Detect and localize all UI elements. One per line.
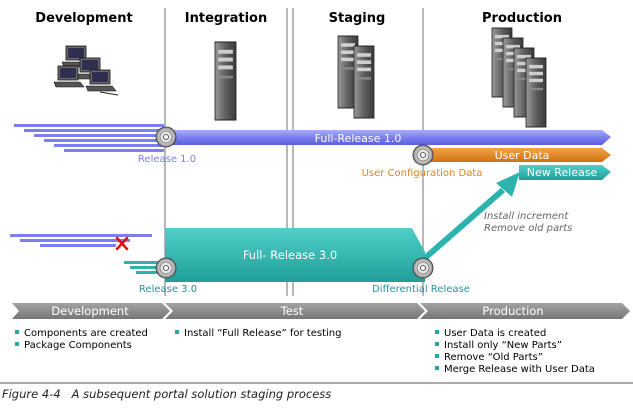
list-item: Merge Release with User Data — [444, 364, 595, 375]
release-1-label: Release 1.0 — [138, 154, 196, 165]
release-1-feed-lines — [14, 124, 164, 152]
full-release-3-label: Full- Release 3.0 — [243, 248, 337, 262]
rejected-feed-lines — [10, 234, 152, 247]
list-item: Install only “New Parts” — [444, 340, 562, 351]
list-item: Package Components — [24, 340, 132, 351]
column-header-development: Development — [35, 11, 132, 26]
server-icon — [214, 41, 237, 121]
phase-test-label: Test — [280, 304, 304, 318]
release-3-feed-lines — [124, 261, 164, 274]
new-release-arrow — [519, 165, 611, 180]
column-header-staging: Staging — [329, 11, 386, 26]
install-increment-label: Install increment — [484, 211, 569, 222]
new-release-label: New Release — [527, 166, 598, 179]
phase-bar — [12, 303, 630, 319]
full-release-1-arrow — [163, 130, 611, 145]
full-release-3-block — [165, 228, 425, 282]
phase-development-label: Development — [51, 304, 129, 318]
full-release-1-label: Full-Release 1.0 — [315, 132, 402, 145]
release-3-cd-disc-icon — [155, 257, 177, 279]
list-item: User Data is created — [444, 328, 546, 339]
column-header-integration: Integration — [185, 11, 267, 26]
remove-old-parts-label: Remove old parts — [484, 223, 572, 234]
differential-release-label: Differential Release — [372, 284, 470, 295]
release-3-label: Release 3.0 — [139, 284, 197, 295]
development-bullets: Components are created Package Component… — [15, 328, 148, 351]
test-bullets: Install “Full Release” for testing — [175, 328, 341, 339]
user-config-cd-disc-icon — [412, 144, 434, 166]
figure-caption: Figure 4-4 A subsequent portal solution … — [2, 387, 331, 401]
server-pair-icon — [337, 35, 375, 119]
user-data-label: User Data — [495, 149, 550, 162]
server-cluster-icon — [491, 27, 547, 128]
list-item: Remove “Old Parts” — [444, 352, 543, 363]
release-1-cd-disc-icon — [155, 126, 177, 148]
phase-production-label: Production — [482, 304, 543, 318]
user-data-arrow — [430, 148, 611, 162]
list-item: Components are created — [24, 328, 148, 339]
list-item: Install “Full Release” for testing — [184, 328, 341, 339]
differential-release-cd-disc-icon — [412, 257, 434, 279]
column-header-production: Production — [482, 11, 562, 26]
workstations-icon — [53, 45, 119, 96]
production-bullets: User Data is created Install only “New P… — [435, 328, 595, 375]
user-configuration-data-label: User Configuration Data — [362, 168, 483, 179]
red-x-icon — [115, 236, 129, 251]
increment-arrow — [423, 172, 520, 261]
